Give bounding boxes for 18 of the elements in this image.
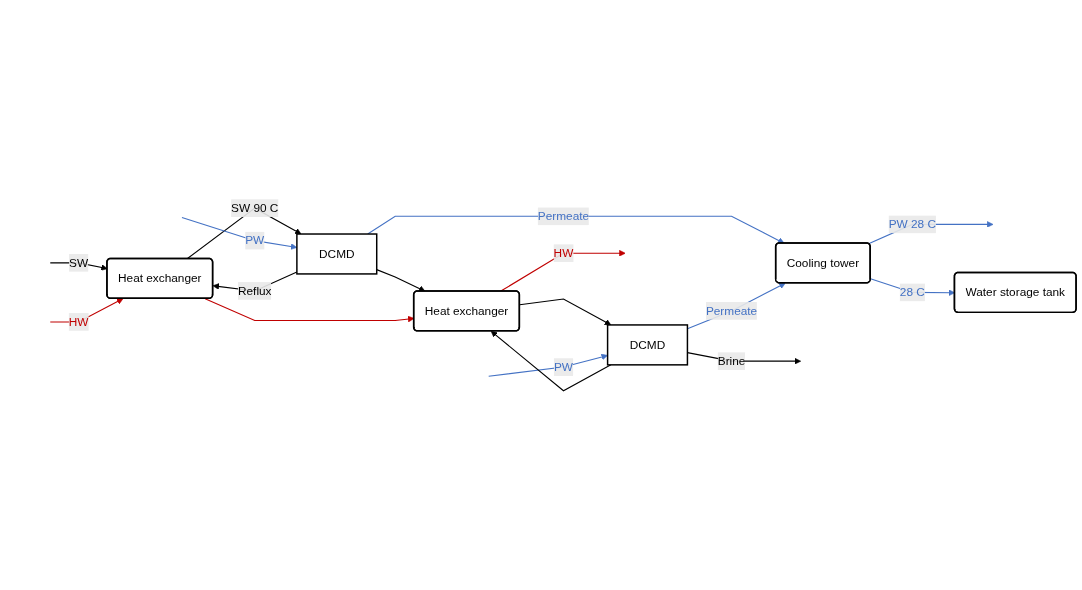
edge-label: Permeate <box>537 209 590 223</box>
edge-label: Reflux <box>237 284 272 297</box>
edge-label: PW 28 C <box>888 217 936 231</box>
arrow <box>376 269 426 292</box>
edge-label: HW <box>553 246 574 260</box>
node-box: DCMD <box>296 233 378 275</box>
arrow <box>519 298 612 326</box>
edge-label: Permeate <box>705 304 758 317</box>
arrow <box>490 330 612 392</box>
edge-label: PW <box>245 234 265 247</box>
edge-label: HW <box>68 315 89 328</box>
edge-label: PW <box>553 360 573 373</box>
edge-label: 28 C <box>899 285 925 299</box>
edge-label: SW 90 C <box>231 201 279 215</box>
arrow <box>488 353 608 377</box>
edge-label: SW <box>69 256 89 269</box>
edge-label: Brine <box>717 354 746 368</box>
node-box: DCMD <box>606 324 689 366</box>
